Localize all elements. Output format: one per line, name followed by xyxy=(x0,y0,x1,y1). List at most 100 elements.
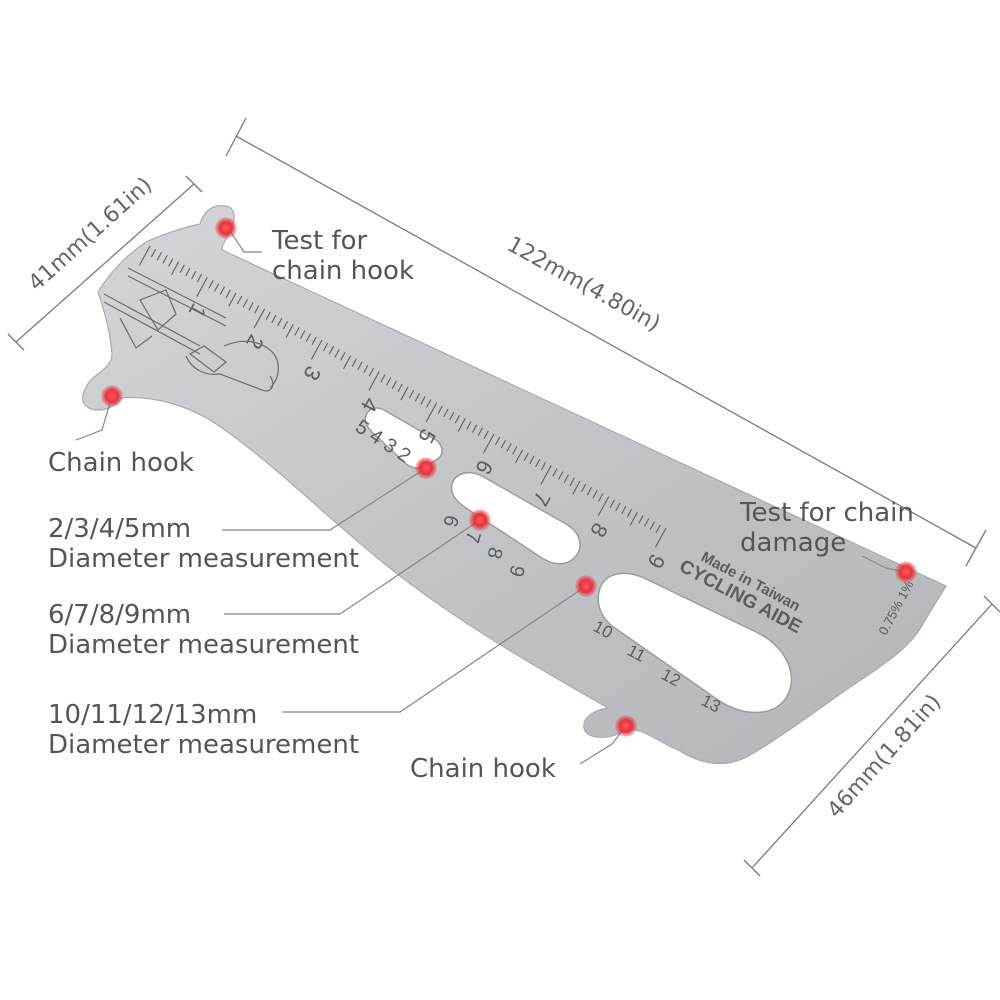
callout-test-chain-damage-line2: damage xyxy=(740,528,847,558)
ruler-tick xyxy=(265,311,271,320)
ruler-tick xyxy=(294,327,300,336)
right-width-tick-bottom xyxy=(743,859,761,877)
ruler-tick xyxy=(228,292,237,307)
medium-diameter-slot xyxy=(450,471,581,565)
length-tick-left xyxy=(225,117,247,157)
ruler-tick xyxy=(437,405,443,414)
leader-diameter-small xyxy=(222,467,427,531)
callout-diameter-small-line2: Diameter measurement xyxy=(48,544,360,574)
ruler-tick xyxy=(515,449,524,464)
ruler-tick xyxy=(420,396,426,405)
ruler-tick xyxy=(472,424,478,433)
ruler-tick xyxy=(621,505,627,515)
medium-hole-number-6: 6 xyxy=(438,513,462,529)
ruler-tick xyxy=(156,252,162,261)
callout-diameter-medium-line2: Diameter measurement xyxy=(48,630,360,660)
ruler-tick xyxy=(598,493,604,502)
ruler-tick xyxy=(300,330,306,339)
ruler-tick xyxy=(162,255,168,264)
ruler-tick xyxy=(629,512,638,526)
callout-diameter-medium: 6/7/8/9mm Diameter measurement xyxy=(48,600,359,660)
leader-diameter-medium xyxy=(224,519,481,615)
ruler-tick xyxy=(310,339,323,360)
ruler-tick xyxy=(615,502,621,512)
marker-diameter-small xyxy=(415,457,437,479)
leader-lines xyxy=(75,227,905,765)
marker-test-chain-damage xyxy=(895,561,917,583)
ruler-tick xyxy=(168,258,174,267)
ruler-tick xyxy=(592,490,598,499)
ruler-tick xyxy=(357,361,363,371)
ruler-tick xyxy=(500,440,506,449)
ruler-tick xyxy=(196,277,208,297)
callout-diameter-large-line1: 10/11/12/13mm xyxy=(48,700,258,730)
ruler-tick xyxy=(282,320,289,330)
ruler-tick xyxy=(254,305,260,314)
medium-hole-number-9: 9 xyxy=(504,563,528,579)
ruler-tick xyxy=(654,527,667,548)
ruler-tick xyxy=(580,483,587,493)
ruler-tick xyxy=(425,402,438,423)
marker-diameter-large xyxy=(575,575,597,597)
ruler-tick xyxy=(638,515,644,524)
callout-test-chain-hook-line1: Test for xyxy=(272,226,368,256)
callout-chain-hook-bottom: Chain hook xyxy=(410,754,556,784)
marker-chain-hook-bottom xyxy=(615,715,637,737)
ruler-tick xyxy=(529,455,535,465)
ruler-tick xyxy=(386,377,392,386)
ruler-tick xyxy=(214,283,220,292)
ruler-tick xyxy=(285,324,294,338)
ruler-tick xyxy=(311,336,317,346)
ruler-tick xyxy=(397,383,403,393)
chain-engraving xyxy=(103,267,279,392)
ruler-tick xyxy=(552,468,558,477)
ruler-tick xyxy=(482,433,495,454)
ruler-tick xyxy=(150,248,157,258)
ruler-tick xyxy=(626,508,633,518)
callout-test-chain-damage: Test for chain damage xyxy=(740,498,914,558)
right-width-dimension-line xyxy=(751,603,993,869)
ruler-tick xyxy=(523,452,529,461)
marker-diameter-medium xyxy=(469,509,491,531)
ruler-tick xyxy=(322,342,329,352)
ruler-tick xyxy=(219,286,225,295)
ruler-tick xyxy=(351,358,357,367)
ruler-tick xyxy=(242,299,248,308)
ruler-tick xyxy=(506,443,512,452)
ruler-tick xyxy=(540,461,547,471)
ruler-tick xyxy=(483,430,489,440)
left-width-dimension-line xyxy=(15,183,195,343)
ruler-tick xyxy=(586,487,592,496)
ruler-ticks xyxy=(138,245,667,548)
marker-test-chain-hook xyxy=(215,217,237,239)
callout-chain-hook-left: Chain hook xyxy=(48,448,194,478)
ruler-tick xyxy=(305,333,311,342)
ruler-tick xyxy=(391,380,397,389)
left-width-tick-bottom xyxy=(7,333,25,351)
ruler-tick xyxy=(253,308,266,329)
ruler-tick xyxy=(512,446,518,455)
leader-chain-hook-left xyxy=(75,395,113,441)
right-width-tick-top xyxy=(983,595,1000,613)
callout-diameter-small-line1: 2/3/4/5mm xyxy=(48,514,192,544)
ruler-tick xyxy=(277,317,283,327)
ruler-tick xyxy=(563,474,569,483)
callout-diameter-medium-line1: 6/7/8/9mm xyxy=(48,600,192,630)
ruler-tick xyxy=(196,273,203,283)
ruler-tick xyxy=(191,270,197,280)
ruler-tick xyxy=(400,386,409,401)
ruler-tick xyxy=(569,477,575,487)
ruler-tick xyxy=(644,518,650,527)
large-diameter-slot xyxy=(597,572,793,714)
ruler-tick xyxy=(225,289,231,299)
ruler-tick xyxy=(558,471,564,480)
ruler-tick xyxy=(340,352,346,361)
ruler-tick xyxy=(443,408,449,418)
leader-diameter-large xyxy=(282,585,587,713)
ruler-tick xyxy=(271,314,277,324)
ruler-tick xyxy=(540,465,552,485)
ruler-tick xyxy=(343,355,352,370)
ruler-tick xyxy=(138,245,151,266)
ruler-tick xyxy=(414,393,420,402)
